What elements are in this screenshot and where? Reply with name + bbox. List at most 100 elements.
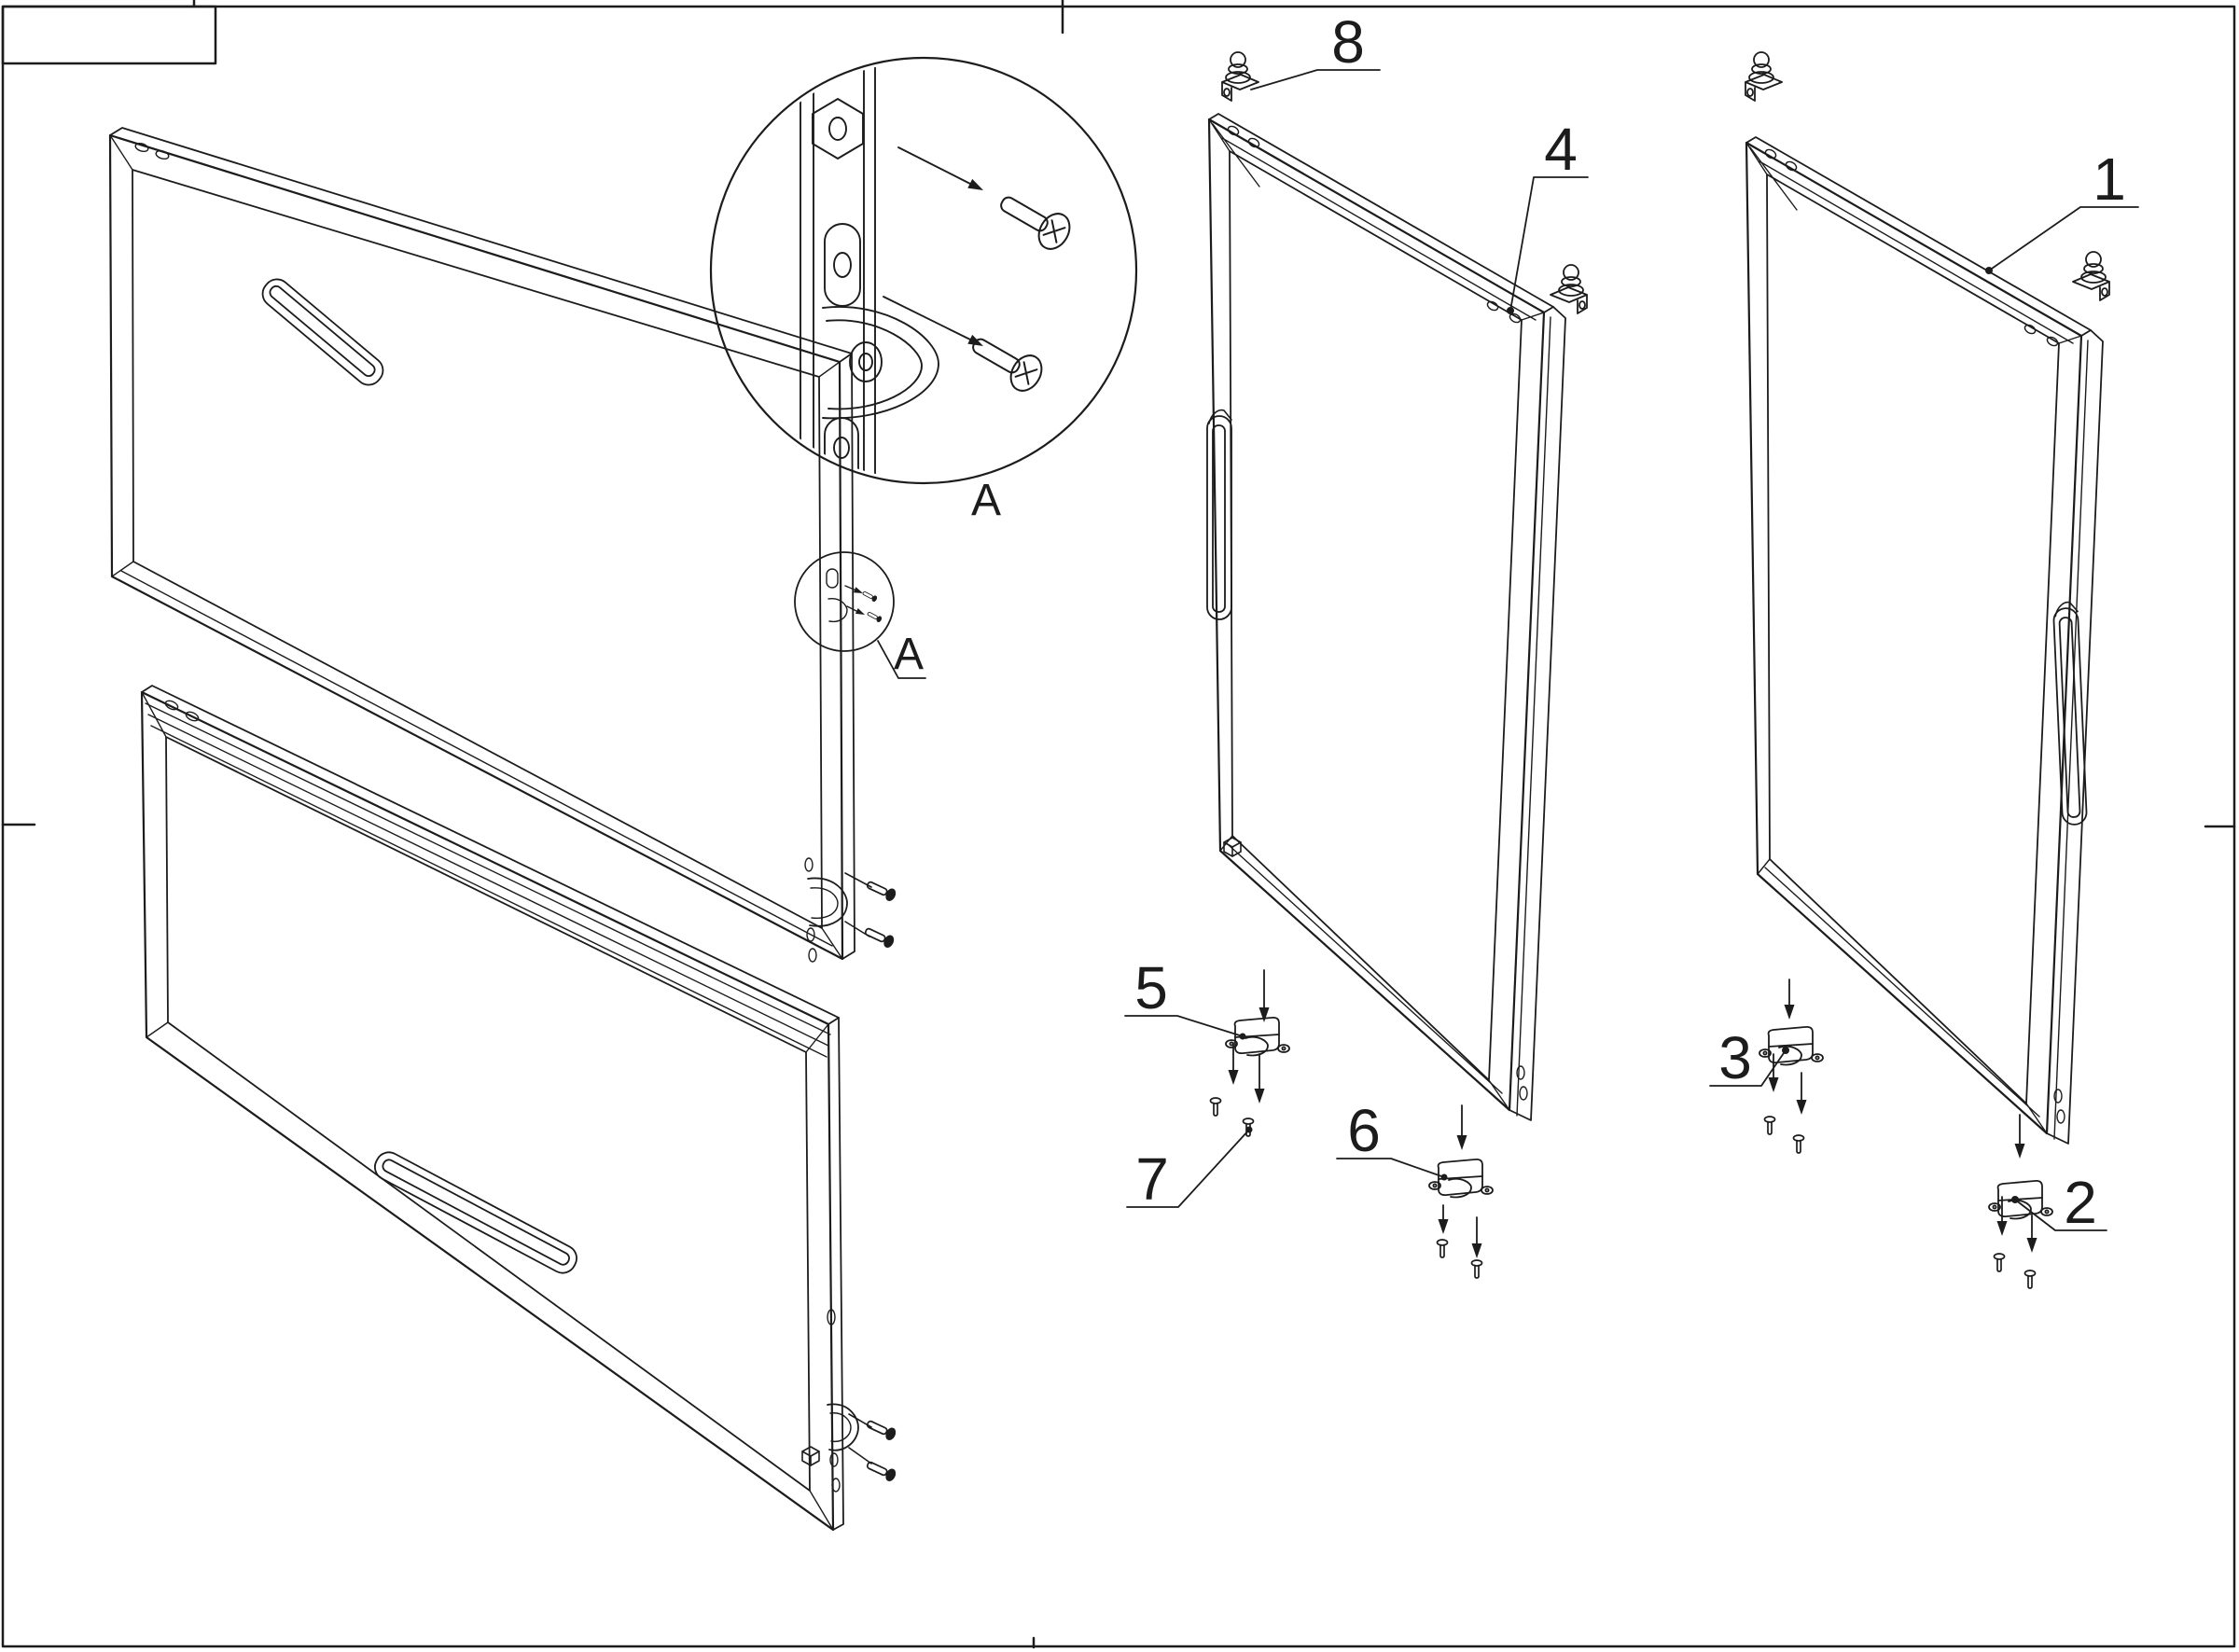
frame-top-face bbox=[1745, 136, 2092, 337]
hole bbox=[2056, 1109, 2065, 1124]
callout-5: 5 bbox=[1124, 954, 1246, 1040]
hole bbox=[134, 142, 149, 153]
frame-depth-face bbox=[1509, 306, 1566, 1121]
screw bbox=[1209, 1096, 1222, 1118]
hole bbox=[185, 711, 200, 722]
door-handle bbox=[261, 278, 384, 386]
pivot-hinge-bracket bbox=[1549, 263, 1589, 315]
callout-3: 3 bbox=[1709, 1024, 1789, 1091]
title-block bbox=[1, 5, 217, 65]
leader-line bbox=[1250, 69, 1381, 90]
callout-label-3: 3 bbox=[1718, 1024, 1752, 1091]
frame-inner bbox=[1229, 150, 1523, 1081]
hole bbox=[804, 857, 814, 872]
hole bbox=[1486, 300, 1499, 312]
frame-depth-face bbox=[2046, 329, 2104, 1145]
roller-hub-hole bbox=[858, 353, 873, 371]
roller-body bbox=[822, 306, 939, 420]
screw bbox=[1993, 1252, 2006, 1273]
hole bbox=[1519, 1086, 1528, 1101]
frame-depth-groove bbox=[2053, 340, 2089, 1140]
roller-body-inner bbox=[826, 319, 923, 410]
leader-line bbox=[2014, 1199, 2107, 1231]
frame-top-face bbox=[141, 685, 840, 1025]
roller-guide-bracket bbox=[1758, 1025, 1825, 1066]
leader-line bbox=[1126, 1129, 1250, 1208]
corner-latch-block bbox=[1223, 837, 1242, 857]
hole bbox=[831, 1478, 841, 1492]
frame-grooves bbox=[1221, 137, 1537, 1094]
hole bbox=[155, 149, 170, 160]
door-handle bbox=[374, 1151, 577, 1274]
mitre-lines bbox=[1745, 142, 2082, 1134]
detail-view-a bbox=[709, 56, 1138, 485]
roller-hub bbox=[849, 341, 883, 382]
hole bbox=[833, 437, 850, 459]
frame-inner bbox=[165, 736, 811, 1492]
door-panel-top-left bbox=[108, 127, 926, 963]
hole bbox=[829, 1452, 839, 1467]
phillips-screw bbox=[992, 184, 1077, 256]
callout-label-8: 8 bbox=[1331, 8, 1365, 76]
callout-1: 1 bbox=[1985, 146, 2139, 274]
callout-label-4: 4 bbox=[1544, 116, 1578, 183]
roller-guide-bracket bbox=[1987, 1179, 2054, 1220]
frame-depth-edge bbox=[832, 1017, 844, 1531]
frame-inner bbox=[1766, 174, 2060, 1104]
detail-ref-leader bbox=[877, 640, 926, 679]
callout-label-5: 5 bbox=[1134, 954, 1168, 1021]
hole bbox=[828, 117, 847, 141]
hole bbox=[1516, 1065, 1525, 1080]
mitre-lines bbox=[141, 691, 834, 1531]
mount-tab bbox=[824, 223, 861, 307]
callout-7: 7 bbox=[1126, 1126, 1253, 1213]
hole bbox=[2046, 336, 2059, 347]
frame-outline bbox=[140, 690, 835, 1532]
door-panel-right bbox=[1744, 50, 2111, 1290]
assembly-arrows bbox=[1767, 979, 2038, 1254]
hole bbox=[808, 948, 817, 963]
screw-leader-lines bbox=[848, 1413, 872, 1465]
frame-depth-groove bbox=[1516, 316, 1551, 1117]
mount-tab bbox=[824, 417, 859, 479]
roller-guide-bracket bbox=[1427, 1158, 1495, 1199]
phillips-screw bbox=[964, 326, 1049, 397]
hole bbox=[1785, 160, 1798, 172]
leader-line bbox=[1124, 1015, 1244, 1037]
frame-inner bbox=[132, 169, 823, 929]
callout-label-7: 7 bbox=[1135, 1145, 1169, 1213]
screw-leader-lines bbox=[844, 872, 872, 937]
screw bbox=[864, 877, 899, 904]
roller-latch-inner bbox=[810, 887, 839, 919]
mitre-lines bbox=[1208, 118, 1545, 1111]
assembly-arrows bbox=[883, 146, 987, 352]
leader-line bbox=[1709, 1049, 1787, 1087]
door-handle bbox=[1206, 409, 1232, 620]
callouts: 1 2 3 4 5 6 7 bbox=[894, 8, 2139, 1236]
corner-bevel bbox=[1212, 123, 1260, 187]
hole bbox=[2023, 324, 2037, 335]
door-handle bbox=[2052, 601, 2088, 826]
screw bbox=[1792, 1133, 1805, 1155]
door-panel-bottom-left bbox=[140, 685, 899, 1532]
corner-bevel bbox=[1749, 146, 1798, 211]
callout-2: 2 bbox=[2011, 1169, 2107, 1236]
callout-label-1: 1 bbox=[2093, 146, 2126, 213]
frame-top-face bbox=[1208, 113, 1554, 313]
screw bbox=[862, 923, 897, 951]
screw bbox=[864, 1457, 899, 1484]
frame-grooves bbox=[1759, 160, 2074, 1118]
frame-bottom-groove bbox=[120, 570, 833, 947]
callout-6: 6 bbox=[1336, 1097, 1448, 1181]
frame-outline bbox=[108, 133, 844, 961]
callout-8: 8 bbox=[1250, 8, 1381, 90]
leader-line bbox=[1988, 206, 2139, 271]
roller-latch-inner bbox=[829, 1412, 852, 1443]
hex-nut bbox=[812, 98, 864, 160]
screw bbox=[1470, 1258, 1483, 1280]
mitre-lines bbox=[109, 134, 843, 960]
callout-4: 4 bbox=[1507, 116, 1589, 314]
